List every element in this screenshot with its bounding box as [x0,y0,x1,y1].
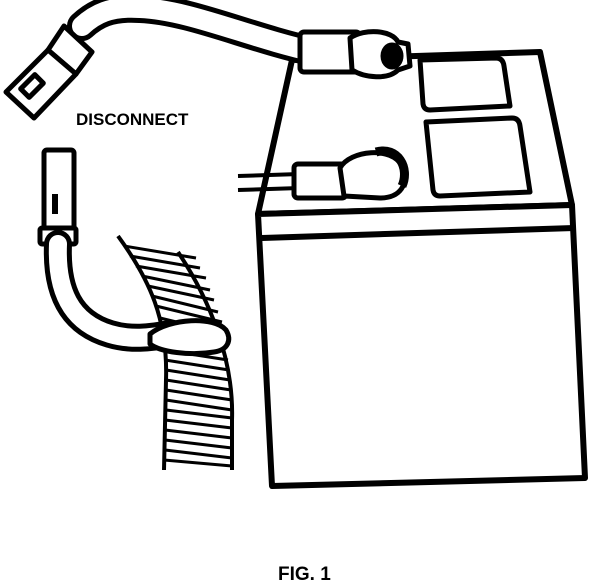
disconnect-label: DISCONNECT [76,110,189,129]
lower-cable [237,172,301,192]
upper-terminal-clamp [297,29,413,80]
lower-terminal-clamp [291,146,409,201]
battery-lip [261,225,575,241]
upper-plug [3,23,95,121]
lower-plug-wire [43,230,184,352]
battery-cell-block-rear [417,55,513,113]
battery-cell-block-front [423,115,533,199]
battery-front [255,202,588,489]
lower-plug [37,147,79,247]
battery [255,49,588,489]
figure-caption: FIG. 1 [278,564,331,584]
wire-harness-loom [116,234,235,471]
upper-cable [67,0,330,67]
